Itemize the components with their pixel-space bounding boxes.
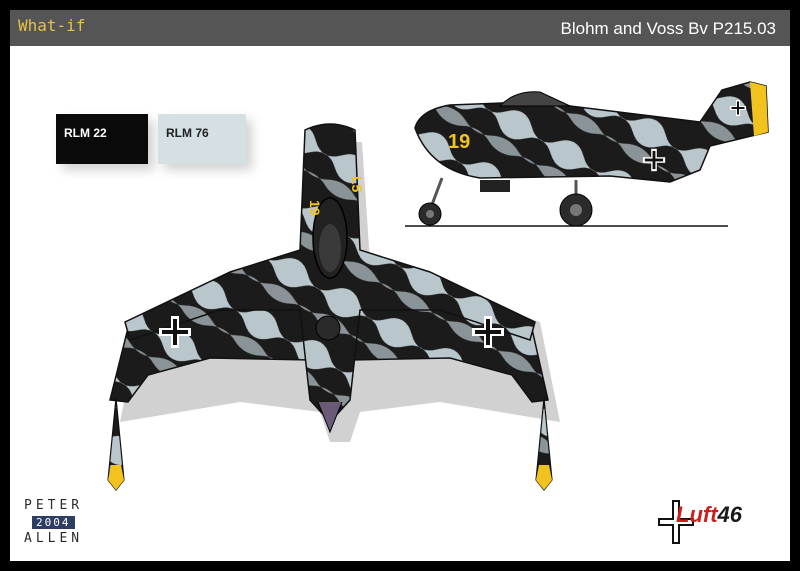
swatch-label: RLM 22: [64, 126, 107, 140]
logo-prefix: Luft: [676, 502, 718, 527]
logo-number: 46: [717, 502, 743, 527]
profile-sheet: What-if Blohm and Voss Bv P215.03 RLM 22…: [10, 10, 790, 561]
category-tag: What-if: [18, 16, 86, 35]
credit-line2: 2004: [32, 516, 75, 529]
artist-credit: PETER 2004 ALLEN: [24, 498, 94, 546]
svg-text:L5: L5: [349, 176, 365, 193]
swatch-label: RLM 76: [166, 126, 209, 140]
svg-text:19: 19: [307, 200, 323, 216]
header-bar: What-if Blohm and Voss Bv P215.03: [10, 10, 790, 46]
aircraft-side-view: 19: [405, 81, 769, 227]
balkenkreuz-icon: [658, 500, 694, 544]
credit-line1: PETER: [24, 498, 84, 513]
page-title: Blohm and Voss Bv P215.03: [560, 19, 776, 38]
aircraft-artwork: 19 L5 19: [107, 81, 769, 491]
luft46-logo: Luft46: [658, 500, 742, 549]
credit-line3: ALLEN: [24, 531, 84, 546]
swatch-rlm22: RLM 22: [56, 114, 148, 164]
swatch-rlm76: RLM 76: [158, 114, 246, 164]
side-number: 19: [448, 131, 470, 153]
aircraft-plan-view: 19 L5: [107, 123, 553, 491]
